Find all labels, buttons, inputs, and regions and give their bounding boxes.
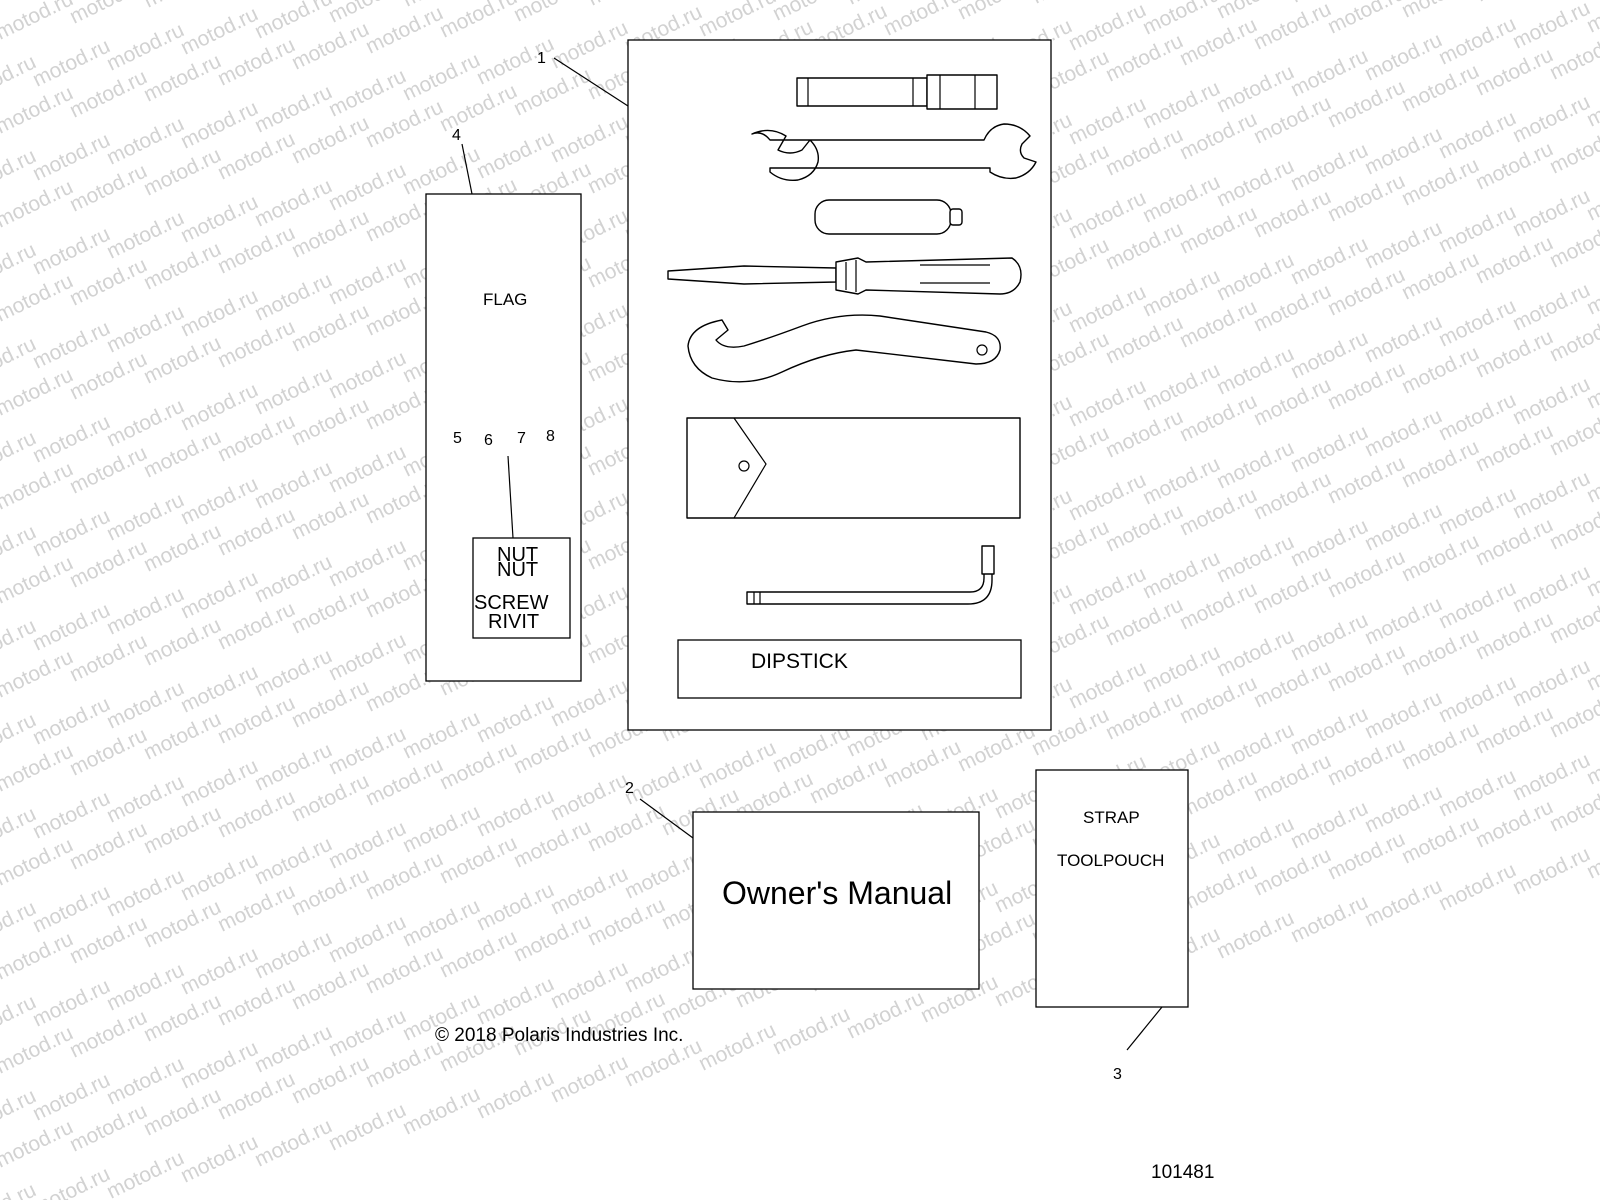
toolpouch[interactable] [1035, 769, 1189, 1008]
screwdriver-handle-icon [814, 199, 963, 235]
dipstick-box[interactable] [677, 639, 1022, 699]
pouch-sleeve-icon [686, 417, 1021, 519]
hardware-nut-1: NUT [497, 544, 538, 566]
callout-2: 2 [625, 780, 634, 797]
callout-8: 8 [546, 428, 555, 445]
callout-5: 5 [453, 430, 462, 447]
callout-leader-2 [639, 798, 694, 839]
screwdriver-icon [667, 257, 1022, 295]
figure-number: 101481 [1151, 1162, 1214, 1183]
spanner-wrench-icon [687, 314, 1001, 383]
copyright-notice: © 2018 Polaris Industries Inc. [435, 1025, 683, 1046]
callout-leader-4 [461, 143, 473, 195]
callout-leader-1 [553, 57, 629, 107]
callout-3: 3 [1113, 1066, 1122, 1083]
strap-label: STRAP [1083, 808, 1140, 827]
hardware-screw: SCREW [474, 592, 549, 614]
flag-label: FLAG [483, 290, 527, 309]
callout-1: 1 [537, 50, 546, 67]
hardware-rivit: RIVIT [488, 611, 539, 633]
hardware-nut-2: NUT [497, 559, 538, 581]
callout-4: 4 [452, 127, 461, 144]
callout-6: 6 [484, 432, 493, 449]
spark-plug-socket-icon [796, 74, 998, 110]
dipstick-label: DIPSTICK [751, 650, 848, 673]
callout-7: 7 [517, 430, 526, 447]
callout-leader-3 [1126, 1006, 1163, 1051]
open-end-wrench-icon [751, 123, 1037, 182]
hardware-box[interactable] [472, 537, 571, 639]
toolpouch-label: TOOLPOUCH [1057, 851, 1164, 870]
owners-manual[interactable] [692, 811, 980, 990]
owners-manual-label: Owner's Manual [722, 875, 952, 911]
callout-leader-hardware [507, 455, 514, 539]
hex-key-icon [746, 545, 995, 605]
